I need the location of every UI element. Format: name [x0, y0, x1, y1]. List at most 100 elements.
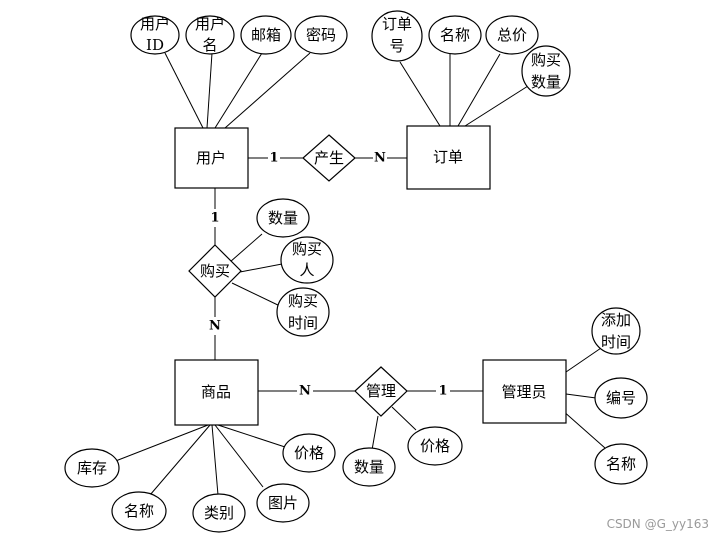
entity-label: 订单 — [433, 148, 463, 166]
attribute-user-name: 用户 名 — [185, 15, 235, 55]
attribute-order-no: 订单 号 — [371, 10, 423, 62]
relationship-label: 产生 — [314, 149, 344, 167]
attribute-label: ID — [146, 36, 164, 54]
attribute-ellipse — [485, 15, 539, 55]
cardinality-labels: 1 N 1 N N 1 — [207, 150, 450, 399]
connector-line — [211, 424, 219, 496]
relationship-label: 管理 — [366, 382, 396, 400]
relationship-diamond — [354, 366, 408, 417]
connector-line — [224, 52, 311, 129]
entity-label: 用户 — [196, 149, 226, 167]
relationship-manage: 管理 — [354, 366, 408, 417]
attribute-user-id: 用户 ID — [130, 15, 180, 55]
entity-product: 商品 — [174, 359, 259, 426]
attribute-label: 库存 — [77, 459, 107, 477]
cardinality-label: N — [374, 151, 386, 166]
attribute-manage-price: 价格 — [407, 426, 463, 466]
attribute-user-password: 密码 — [294, 15, 348, 55]
relationship-diamond — [188, 244, 242, 298]
attribute-label: 数量 — [354, 458, 384, 476]
connector-line — [239, 263, 283, 273]
attribute-ellipse — [185, 15, 235, 55]
entity-box — [174, 359, 259, 426]
attribute-user-email: 邮箱 — [240, 15, 292, 55]
attribute-product-stock: 库存 — [64, 448, 120, 488]
connector-line — [164, 52, 204, 129]
relationship-diamond — [302, 134, 356, 182]
connector-line — [229, 233, 263, 263]
cardinality-label: 1 — [210, 211, 219, 226]
attribute-label: 密码 — [306, 26, 336, 44]
attribute-label: 名称 — [124, 502, 154, 520]
connector-line — [399, 61, 441, 127]
attribute-ellipse — [256, 198, 310, 238]
connector-lines — [112, 52, 606, 496]
attribute-ellipse — [240, 15, 292, 55]
connector-line — [565, 393, 597, 399]
connector-line — [565, 345, 605, 373]
connector-line — [231, 282, 283, 308]
connector-line — [391, 406, 417, 431]
attribute-ellipse — [192, 493, 246, 533]
attribute-ellipse — [594, 377, 648, 419]
cardinality-label: 1 — [269, 151, 278, 166]
attribute-label: 名称 — [606, 455, 636, 473]
attribute-ellipse — [130, 15, 180, 55]
cardinality-label: N — [209, 319, 221, 334]
cardinality-label: 1 — [438, 384, 447, 399]
entity-user: 用户 — [174, 127, 249, 189]
connector-line — [217, 424, 286, 448]
connector-line — [206, 52, 213, 129]
attribute-ellipse — [521, 45, 571, 97]
connector-line — [371, 415, 379, 451]
attribute-product-image: 图片 — [256, 483, 310, 523]
attribute-label: 名称 — [440, 26, 470, 44]
attribute-label: 用户 — [140, 15, 170, 33]
attribute-buy-buyer: 购买 人 — [280, 236, 334, 284]
attribute-admin-id: 编号 — [594, 377, 648, 419]
attribute-label: 人 — [299, 261, 314, 279]
attribute-product-category: 类别 — [192, 493, 246, 533]
attribute-ellipse — [591, 307, 641, 355]
attribute-ellipse — [256, 483, 310, 523]
attribute-label: 时间 — [288, 314, 318, 332]
attribute-ellipse — [64, 448, 120, 488]
attribute-label: 价格 — [294, 444, 324, 462]
attribute-label: 名 — [202, 36, 217, 54]
attribute-admin-time: 添加 时间 — [591, 307, 641, 355]
attribute-label: 价格 — [420, 437, 450, 455]
attribute-buy-qty: 数量 — [256, 198, 310, 238]
attribute-label: 数量 — [268, 209, 298, 227]
attribute-admin-name: 名称 — [594, 443, 648, 485]
attribute-order-name: 名称 — [428, 15, 482, 55]
attribute-label: 类别 — [204, 504, 234, 522]
attribute-label: 购买 — [531, 51, 561, 69]
cardinality-label: N — [299, 384, 311, 399]
attribute-ellipse — [407, 426, 463, 466]
connector-line — [112, 424, 209, 463]
attribute-label: 编号 — [606, 389, 636, 407]
attribute-buy-time: 购买 时间 — [276, 287, 330, 337]
attribute-ellipse — [428, 15, 482, 55]
entity-label: 商品 — [201, 383, 231, 401]
attribute-product-name: 名称 — [111, 491, 167, 531]
attribute-order-qty: 购买 数量 — [521, 45, 571, 97]
attribute-ellipse — [111, 491, 167, 531]
entity-box — [174, 127, 249, 189]
attribute-ellipse — [276, 287, 330, 337]
attribute-order-total: 总价 — [485, 15, 539, 55]
attribute-ellipse — [280, 236, 334, 284]
watermark: CSDN @G_yy163 — [606, 517, 709, 531]
attribute-label: 邮箱 — [251, 26, 281, 44]
attribute-ellipse — [294, 15, 348, 55]
attribute-ellipse — [342, 447, 396, 487]
connector-line — [149, 424, 211, 496]
attribute-label: 购买 — [288, 292, 318, 310]
connector-line — [464, 85, 529, 127]
attribute-label: 购买 — [292, 240, 322, 258]
entity-order: 订单 — [406, 125, 491, 190]
connector-line — [214, 52, 263, 129]
relationship-create: 产生 — [302, 134, 356, 182]
connector-line — [457, 53, 501, 127]
connector-line — [561, 409, 606, 449]
